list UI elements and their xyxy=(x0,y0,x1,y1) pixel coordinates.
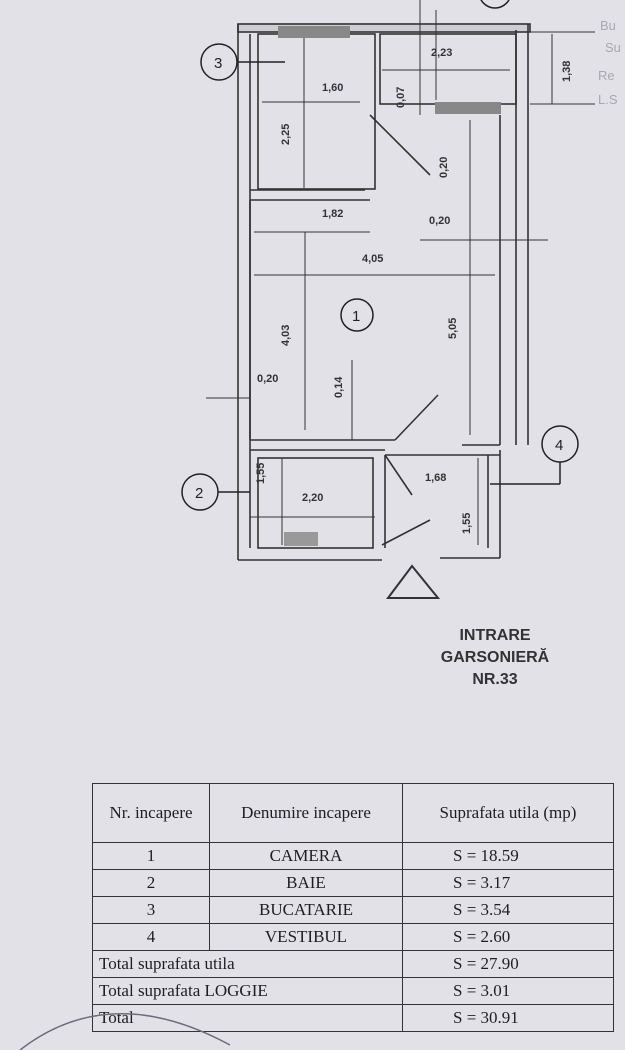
windows xyxy=(278,26,501,114)
entrance-line: NR.33 xyxy=(472,671,518,688)
dim-label: 2,20 xyxy=(302,492,323,504)
dim-label: 0,20 xyxy=(429,215,450,227)
dim-label: 1,55 xyxy=(255,463,267,484)
edge-text-fragment: Su xyxy=(605,40,621,55)
edge-text-fragment: L.S xyxy=(598,92,618,107)
total-area: S = 27.90 xyxy=(453,954,519,973)
room-marker-2: 2 xyxy=(195,485,203,502)
dim-label: 1,82 xyxy=(322,208,343,220)
entrance-line: GARSONIERĂ xyxy=(440,649,550,666)
shower-hatch xyxy=(284,532,318,546)
cell-area: S = 3.54 xyxy=(453,900,511,919)
dimension-labels: 1,60 2,23 1,38 0,07 2,25 0,20 1,82 0,20 … xyxy=(255,47,573,534)
dim-label: 4,03 xyxy=(280,325,292,346)
table-header-row: Nr. incapere Denumire incapere Suprafata… xyxy=(92,783,614,843)
dim-label: 1,38 xyxy=(561,61,573,82)
total-row: Total S = 30.91 xyxy=(92,1004,614,1032)
header-nr: Nr. incapere xyxy=(92,783,210,843)
cell-nr: 3 xyxy=(92,896,210,924)
cell-name: CAMERA xyxy=(209,842,403,870)
dim-label: 1,60 xyxy=(322,82,343,94)
entrance-line: INTRARE xyxy=(459,627,531,644)
room-marker-4: 4 xyxy=(555,437,563,454)
room-marker-3: 3 xyxy=(214,55,222,72)
area-table: Nr. incapere Denumire incapere Suprafata… xyxy=(92,783,614,1032)
dim-label: 0,14 xyxy=(333,376,345,398)
cell-area: S = 18.59 xyxy=(453,846,519,865)
edge-text-fragment: Re xyxy=(598,68,615,83)
total-label: Total suprafata utila xyxy=(92,950,403,978)
dim-label: 1,55 xyxy=(461,513,473,534)
walls xyxy=(237,23,531,561)
total-area: S = 30.91 xyxy=(453,1008,519,1027)
header-name: Denumire incapere xyxy=(209,783,403,843)
entrance-label: INTRARE GARSONIERĂ NR.33 xyxy=(400,625,590,691)
total-area: S = 3.01 xyxy=(453,981,511,1000)
total-label: Total xyxy=(92,1004,403,1032)
stamp-arc xyxy=(19,1013,231,1050)
dim-label: 4,05 xyxy=(362,253,383,265)
dim-label: 0,20 xyxy=(438,157,450,178)
total-row: Total suprafata utila S = 27.90 xyxy=(92,950,614,978)
cell-name: BAIE xyxy=(209,869,403,897)
cell-area: S = 3.17 xyxy=(453,873,511,892)
room-markers xyxy=(181,0,579,511)
dim-label: 0,20 xyxy=(257,373,278,385)
dim-label: 0,07 xyxy=(395,87,407,108)
dimension-lines xyxy=(206,0,595,545)
cell-name: VESTIBUL xyxy=(209,923,403,951)
dim-label: 2,25 xyxy=(280,124,292,145)
cell-nr: 1 xyxy=(92,842,210,870)
cell-nr: 2 xyxy=(92,869,210,897)
edge-text-fragment: Bu xyxy=(600,18,616,33)
cell-area: S = 2.60 xyxy=(453,927,511,946)
dim-label: 2,23 xyxy=(431,47,452,59)
cell-name: BUCATARIE xyxy=(209,896,403,924)
cell-nr: 4 xyxy=(92,923,210,951)
room-marker-1: 1 xyxy=(352,308,360,325)
entrance-arrow-icon xyxy=(386,564,441,599)
floor-plan: 1,60 2,23 1,38 0,07 2,25 0,20 1,82 0,20 … xyxy=(181,0,621,599)
dim-label: 5,05 xyxy=(447,318,459,339)
dim-label: 1,68 xyxy=(425,472,446,484)
header-area: Suprafata utila (mp) xyxy=(402,783,614,843)
